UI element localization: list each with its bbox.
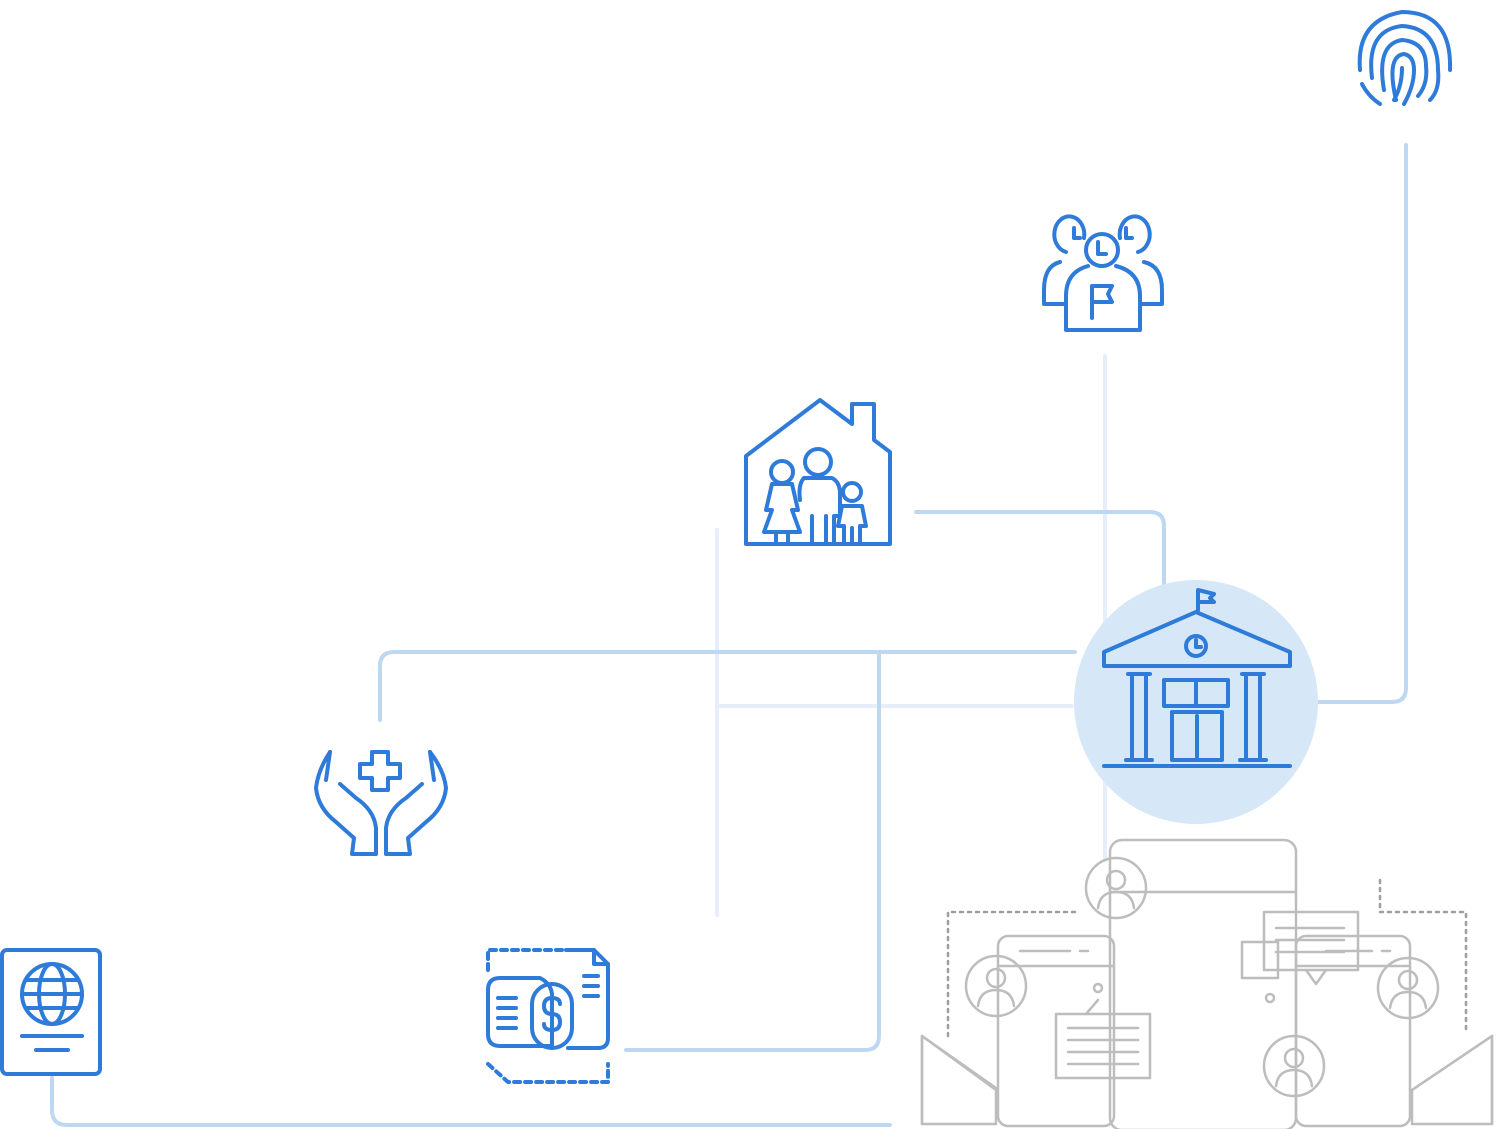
avatar-left: [964, 954, 1028, 1018]
connected-devices-illustration: [920, 838, 1494, 1129]
community-group-icon: [1042, 214, 1164, 332]
dotted-connector-left: [946, 910, 1080, 1038]
avatar-bottom: [1262, 1034, 1326, 1098]
connector-lines: [50, 143, 1408, 1127]
avatar-top: [1084, 856, 1148, 920]
dotted-connector-right: [1378, 878, 1468, 1032]
passport-icon: [0, 948, 102, 1076]
fingerprint-icon: [1357, 10, 1453, 106]
invoice-payment-icon: [486, 948, 610, 1084]
envelope-right: [1410, 1034, 1494, 1126]
chat-bubble-bottom: [1054, 998, 1152, 1080]
government-building-icon: [1074, 580, 1318, 824]
envelope-left: [920, 1034, 998, 1126]
tablet-right: [1294, 934, 1412, 1128]
connector-government-to-healthcare: [378, 650, 1077, 722]
connector-government-to-billing: [624, 650, 881, 1052]
phone-center: [1092, 838, 1298, 1129]
connector-home-to-government: [914, 510, 1166, 588]
connector-fingerprint-to-government: [1314, 143, 1408, 704]
chat-bubble-top: [1240, 910, 1360, 986]
connector-passport-to-devices: [50, 1076, 892, 1127]
family-home-icon: [744, 398, 892, 546]
avatar-right: [1376, 956, 1440, 1020]
healthcare-hands-icon: [314, 750, 448, 856]
